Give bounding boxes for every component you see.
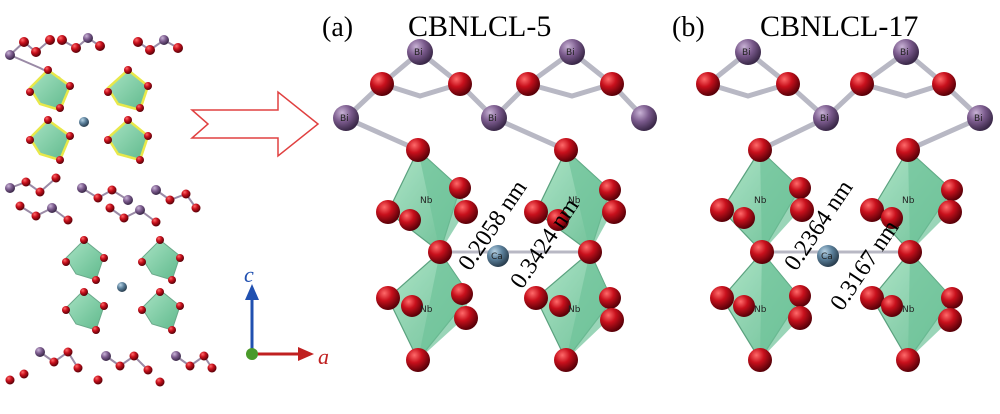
panel-a-ca-label: Ca [491, 252, 503, 262]
panel-b-nb-label: Nb [754, 196, 767, 206]
panel-b-bismuth-atoms [735, 39, 993, 131]
overview-atoms-middle [5, 173, 201, 227]
overview-bi2o2-layer-middle [9, 177, 197, 223]
axis-c-label: c [244, 262, 254, 287]
panel-a: (a) CBNLCL-5 [322, 10, 657, 372]
panel-a-calcium-atom [487, 245, 509, 267]
panel-a-title: CBNLCL-5 [408, 10, 551, 43]
panel-b-ca-label: Ca [821, 252, 833, 262]
panel-b-label: (b) [672, 12, 705, 43]
panel-b-oxygen-atoms [696, 72, 963, 372]
panel-a-bismuth-atoms [333, 39, 657, 131]
panel-b-nb-label: Nb [754, 305, 767, 315]
panel-a-label: (a) [322, 12, 353, 43]
panel-b-calcium-atom [817, 245, 839, 267]
overview-oxygen-atoms-top [19, 35, 183, 57]
panel-a-bi-label: Bi [488, 114, 497, 124]
panel-b-bi-label: Bi [974, 114, 983, 124]
overview-bi2o2-layer-bottom [5, 347, 217, 387]
panel-b-nb-label: Nb [902, 305, 915, 315]
overview-bi2o2-layer-top [9, 36, 179, 79]
panel-a-bi-label: Bi [414, 48, 423, 58]
hollow-arrow-icon [190, 90, 320, 158]
overview-highlighted-octahedra [26, 66, 152, 164]
panel-b: (b) CBNLCL-17 [672, 10, 993, 372]
panel-b-bi-label: Bi [820, 114, 829, 124]
panel-a-nb-label: Nb [420, 196, 433, 206]
panel-a-nb-label: Nb [568, 196, 581, 206]
overview-structure [5, 33, 217, 387]
overview-lower-octahedra [62, 236, 184, 334]
panel-b-bi-label: Bi [742, 48, 751, 58]
panel-a-bi-label: Bi [340, 114, 349, 124]
panel-a-oxygen-atoms [370, 72, 626, 372]
panel-a-nb-label: Nb [420, 305, 433, 315]
panel-a-nb-label: Nb [568, 305, 581, 315]
overview-bismuth-atoms-top [5, 33, 169, 60]
panel-b-atom-labels: Bi Bi Bi Bi Nb Nb Nb Nb [742, 48, 983, 315]
panel-a-atom-labels: Bi Bi Bi Bi Nb Nb Nb Nb [340, 48, 581, 315]
panel-a-bi-label: Bi [566, 48, 575, 58]
axes-indicator: c a [244, 262, 329, 369]
panel-b-title: CBNLCL-17 [760, 10, 918, 43]
panel-b-bi-label: Bi [900, 48, 909, 58]
panel-b-nb-label: Nb [902, 196, 915, 206]
axis-a-label: a [318, 344, 329, 369]
panel-a-octahedra [387, 149, 613, 362]
